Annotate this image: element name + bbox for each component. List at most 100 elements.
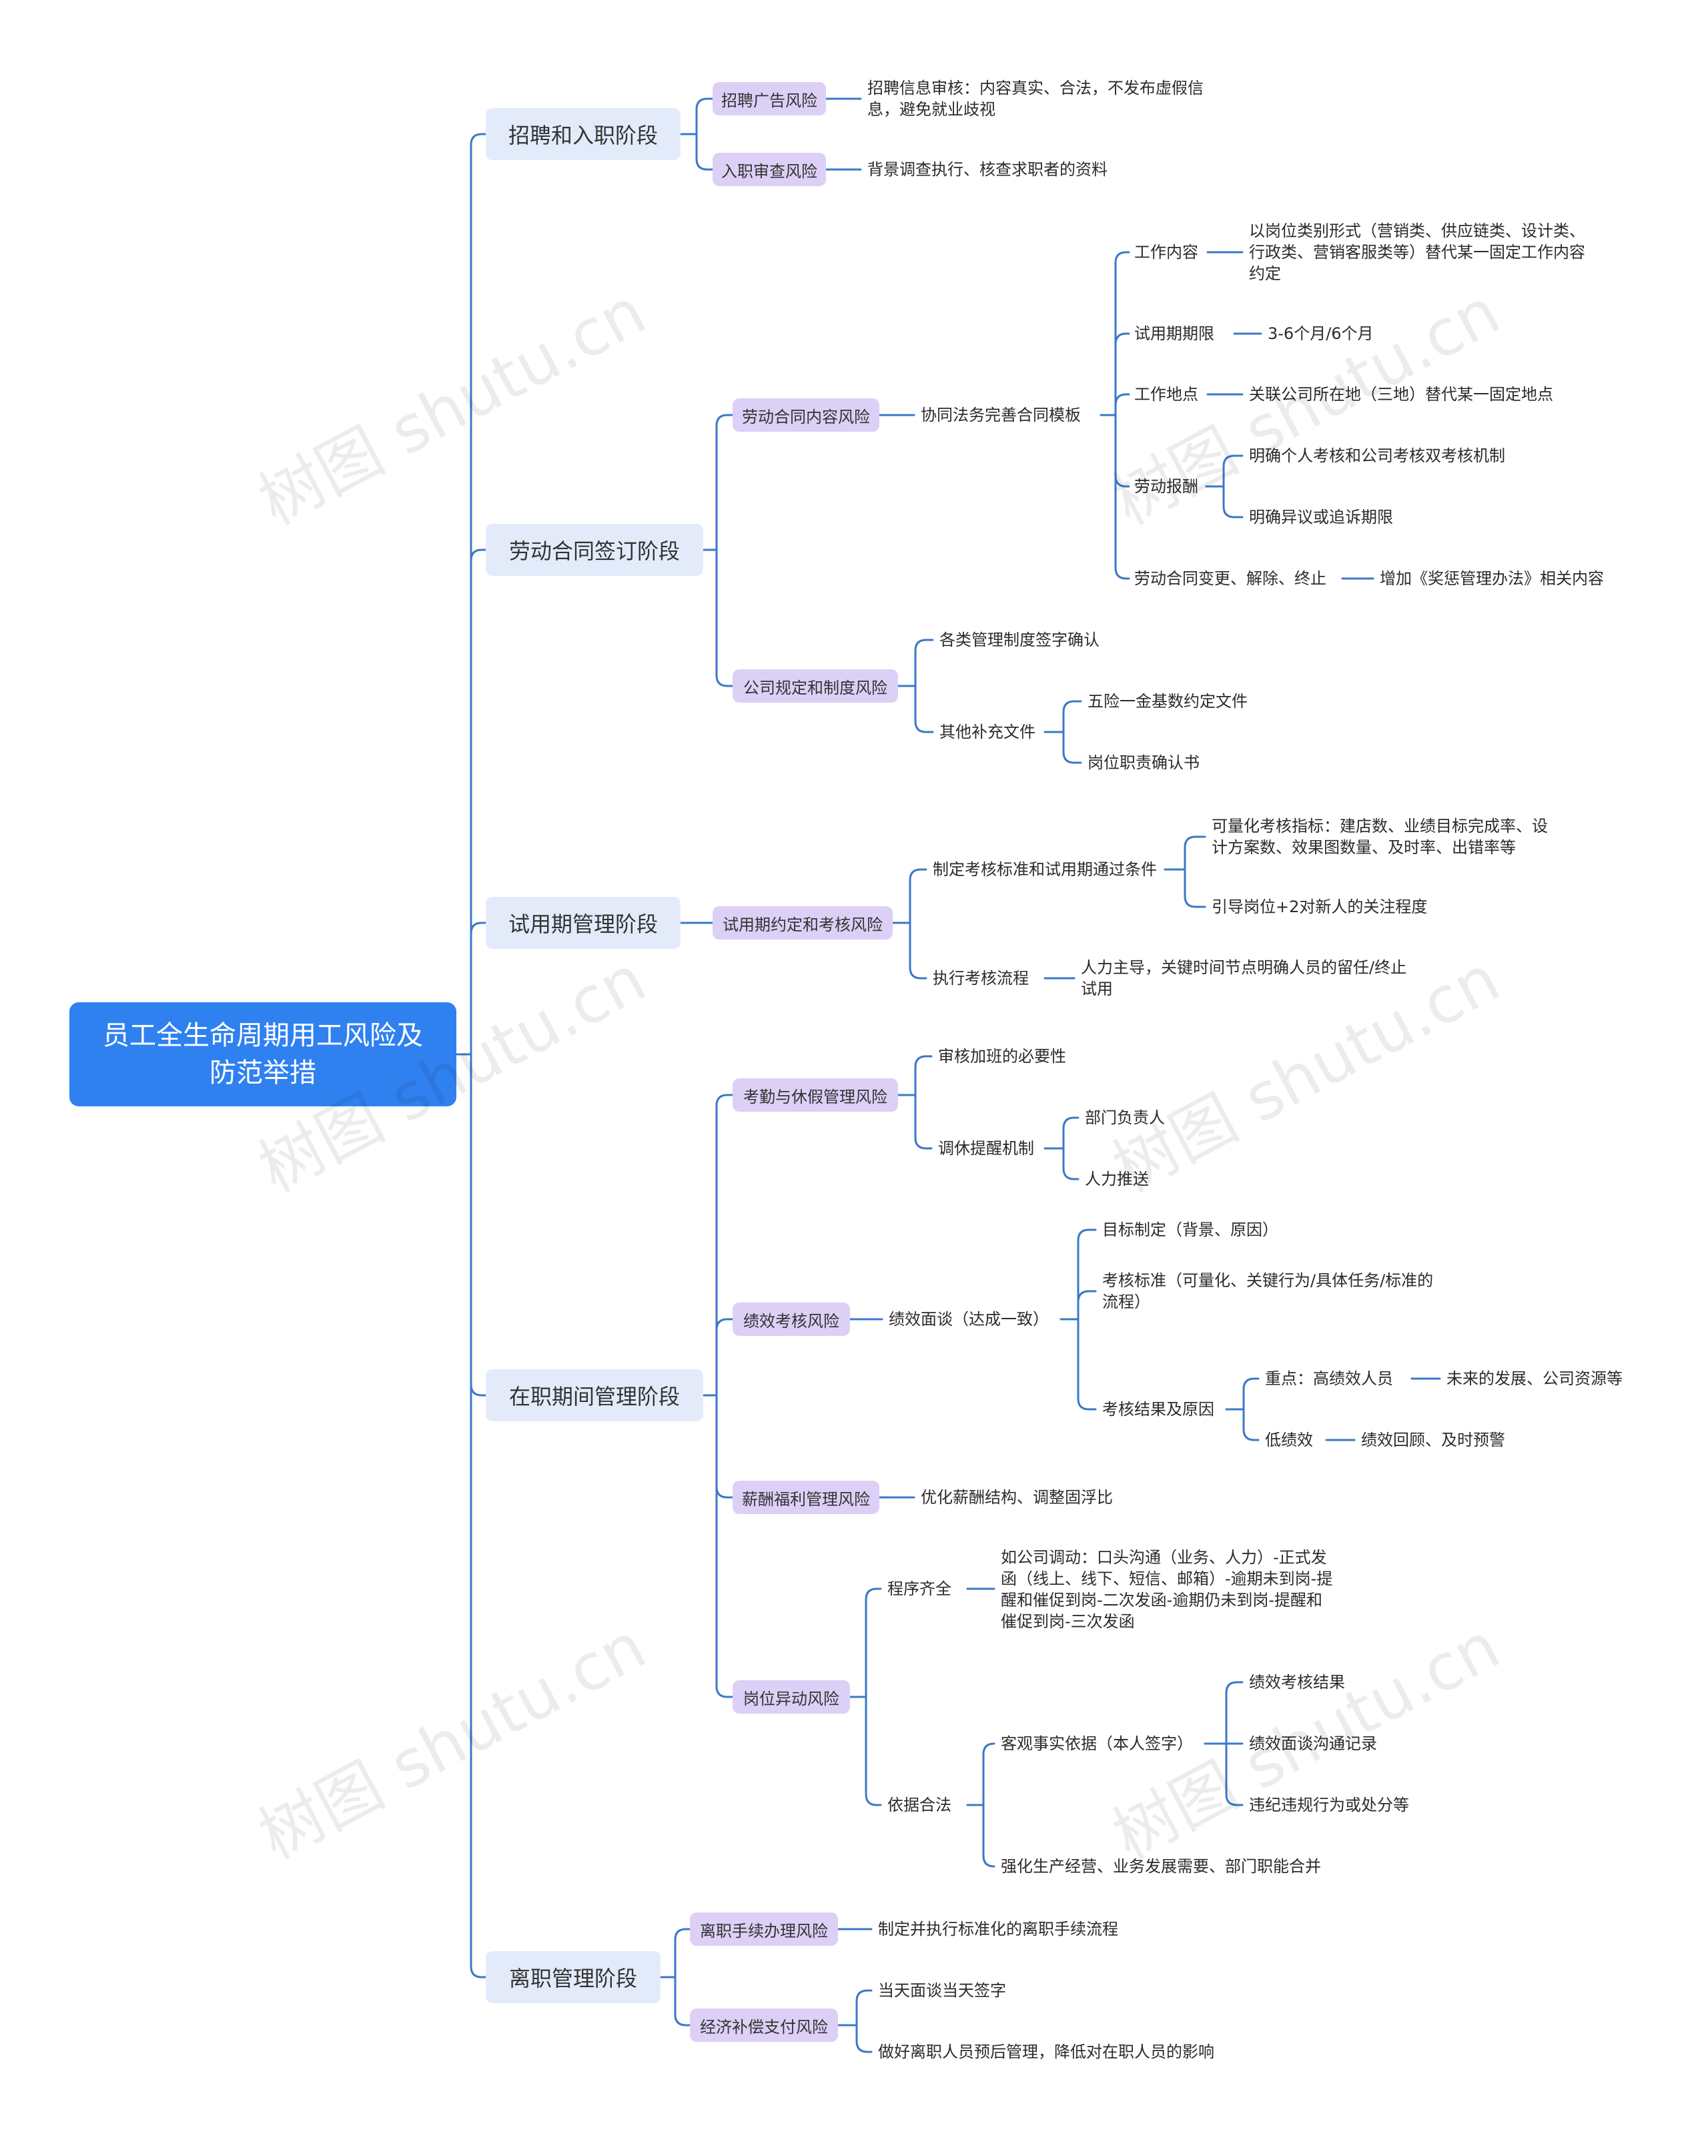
exit-procedure-detail[interactable]: 制定并执行标准化的离职手续流程 [878, 1920, 1118, 1938]
assessment-process-detail[interactable]: 人力主导，关键时间节点明确人员的留任/终止试用 [1081, 958, 1407, 998]
connector [1077, 1318, 1097, 1411]
labor-pay-item-1[interactable]: 明确个人考核和公司考核双考核机制 [1249, 446, 1505, 465]
salary-detail[interactable]: 优化薪酬结构、调整固浮比 [921, 1488, 1113, 1507]
connector [865, 1696, 882, 1806]
connector [1077, 1228, 1097, 1321]
performance-interview[interactable]: 绩效面谈（达成一致） [889, 1310, 1049, 1329]
labor-pay-item-2[interactable]: 明确异议或追诉期限 [1249, 508, 1393, 526]
leave-reminder-item-1[interactable]: 部门负责人 [1085, 1108, 1165, 1127]
connector [855, 2024, 873, 2053]
risk-salary[interactable]: 薪酬福利管理风险 [733, 1481, 879, 1514]
connector [982, 1742, 995, 1806]
risk-ad[interactable]: 招聘广告风险 [713, 82, 826, 115]
probation-period[interactable]: 试用期期限 [1134, 324, 1214, 343]
connector [1062, 700, 1082, 733]
work-content[interactable]: 工作内容 [1134, 243, 1198, 262]
connector [1062, 1116, 1080, 1150]
connector [715, 1094, 734, 1397]
work-place[interactable]: 工作地点 [1134, 385, 1198, 404]
connector [914, 685, 934, 733]
connector [470, 1053, 487, 1979]
goal-setting[interactable]: 目标制定（背景、原因） [1102, 1220, 1278, 1239]
connector [470, 922, 487, 1056]
connector [715, 1318, 734, 1397]
risk-exit-procedure[interactable]: 离职手续办理风险 [690, 1912, 838, 1946]
connector [909, 868, 927, 924]
connector [1184, 868, 1206, 908]
objective-facts[interactable]: 客观事实依据（本人签字） [1001, 1734, 1193, 1753]
standard-item-1[interactable]: 可量化考核指标：建店数、业绩目标完成率、设计方案数、效果图数量、及时率、出错率等 [1212, 817, 1548, 857]
root-node[interactable]: 员工全生命周期用工风险及防范举措 [69, 1002, 456, 1106]
connector [674, 1928, 691, 1979]
complete-procedure-detail[interactable]: 如公司调动：口头沟通（业务、人力）-正式发函（线上、线下、短信、邮箱）-逾期未到… [1001, 1548, 1333, 1631]
high-performer-detail[interactable]: 未来的发展、公司资源等 [1446, 1369, 1623, 1388]
leave-reminder-item-2[interactable]: 人力推送 [1085, 1170, 1149, 1188]
connector [865, 1587, 882, 1698]
compensation-item-2[interactable]: 做好离职人员预后管理，降低对在职人员的影响 [878, 2043, 1214, 2061]
connector [1225, 1742, 1244, 1806]
stage-onjob[interactable]: 在职期间管理阶段 [486, 1369, 703, 1421]
assessment-result[interactable]: 考核结果及原因 [1102, 1400, 1214, 1419]
stage-probation[interactable]: 试用期管理阶段 [486, 897, 681, 949]
legal-basis[interactable]: 依据合法 [887, 1796, 951, 1814]
connector [1114, 251, 1130, 416]
risk-compensation[interactable]: 经济补偿支付风险 [690, 2009, 838, 2042]
connector [470, 133, 487, 1056]
connector [909, 922, 927, 980]
risk-probation[interactable]: 试用期约定和考核风险 [713, 906, 893, 940]
work-place-detail[interactable]: 关联公司所在地（三地）替代某一固定地点 [1249, 385, 1553, 404]
stage-recruit[interactable]: 招聘和入职阶段 [486, 108, 681, 160]
connector [674, 1976, 691, 2027]
risk-performance[interactable]: 绩效考核风险 [733, 1303, 850, 1336]
connector [715, 549, 734, 687]
connector [715, 1394, 734, 1698]
stage-contract[interactable]: 劳动合同签订阶段 [486, 524, 703, 576]
overtime-review[interactable]: 审核加班的必要性 [938, 1047, 1066, 1066]
connector [1114, 393, 1130, 416]
documents-item-1[interactable]: 五险一金基数约定文件 [1088, 692, 1248, 711]
connector [1114, 332, 1130, 416]
other-documents[interactable]: 其他补充文件 [939, 723, 1035, 741]
probation-period-detail[interactable]: 3-6个月/6个月 [1268, 324, 1374, 343]
labor-pay[interactable]: 劳动报酬 [1134, 477, 1198, 496]
stage-exit[interactable]: 离职管理阶段 [486, 1951, 661, 2003]
assessment-process[interactable]: 执行考核流程 [933, 969, 1029, 988]
documents-item-2[interactable]: 岗位职责确认书 [1088, 753, 1200, 772]
compensation-item-1[interactable]: 当天面谈当天签字 [878, 1981, 1006, 2000]
ad-detail[interactable]: 招聘信息审核：内容真实、合法，不发布虚假信息，避免就业歧视 [867, 79, 1204, 119]
connector [914, 1055, 933, 1096]
connector [1225, 1681, 1244, 1745]
connector [1222, 485, 1244, 518]
risk-attendance[interactable]: 考勤与休假管理风险 [733, 1078, 898, 1112]
business-needs[interactable]: 强化生产经营、业务发展需要、部门职能合并 [1001, 1857, 1321, 1876]
contract-template[interactable]: 协同法务完善合同模板 [921, 406, 1081, 424]
connector [982, 1804, 995, 1868]
low-performer-detail[interactable]: 绩效回顾、及时预警 [1361, 1431, 1505, 1449]
facts-item-3[interactable]: 违纪违规行为或处分等 [1249, 1796, 1409, 1814]
connector [1242, 1408, 1260, 1441]
assessment-criteria[interactable]: 考核标准（可量化、关键行为/具体任务/标准的流程） [1102, 1271, 1434, 1311]
standard-item-2[interactable]: 引导岗位+2对新人的关注程度 [1212, 897, 1428, 916]
risk-contract-content[interactable]: 劳动合同内容风险 [733, 398, 879, 432]
contract-change[interactable]: 劳动合同变更、解除、终止 [1134, 569, 1326, 588]
high-performer[interactable]: 重点：高绩效人员 [1265, 1369, 1393, 1388]
contract-change-detail[interactable]: 增加《奖惩管理办法》相关内容 [1380, 569, 1604, 588]
risk-review[interactable]: 入职审查风险 [713, 153, 826, 186]
connector [1077, 1290, 1097, 1321]
review-detail[interactable]: 背景调查执行、核查求职者的资料 [867, 160, 1108, 179]
risk-transfer[interactable]: 岗位异动风险 [733, 1680, 850, 1714]
low-performer[interactable]: 低绩效 [1265, 1431, 1313, 1449]
leave-reminder[interactable]: 调休提醒机制 [938, 1139, 1034, 1158]
rules-sign[interactable]: 各类管理制度签字确认 [939, 631, 1100, 649]
connector [1062, 731, 1082, 764]
complete-procedure[interactable]: 程序齐全 [887, 1579, 951, 1598]
facts-item-1[interactable]: 绩效考核结果 [1249, 1673, 1345, 1692]
connector [1242, 1377, 1260, 1411]
work-content-detail[interactable]: 以岗位类别形式（营销类、供应链类、设计类、行政类、营销客服类等）替代某一固定工作… [1249, 222, 1585, 283]
risk-company-rules[interactable]: 公司规定和制度风险 [733, 669, 898, 703]
facts-item-2[interactable]: 绩效面谈沟通记录 [1249, 1734, 1377, 1753]
connector [715, 1394, 734, 1499]
connector [1184, 835, 1206, 871]
assessment-standard[interactable]: 制定考核标准和试用期通过条件 [933, 860, 1157, 879]
